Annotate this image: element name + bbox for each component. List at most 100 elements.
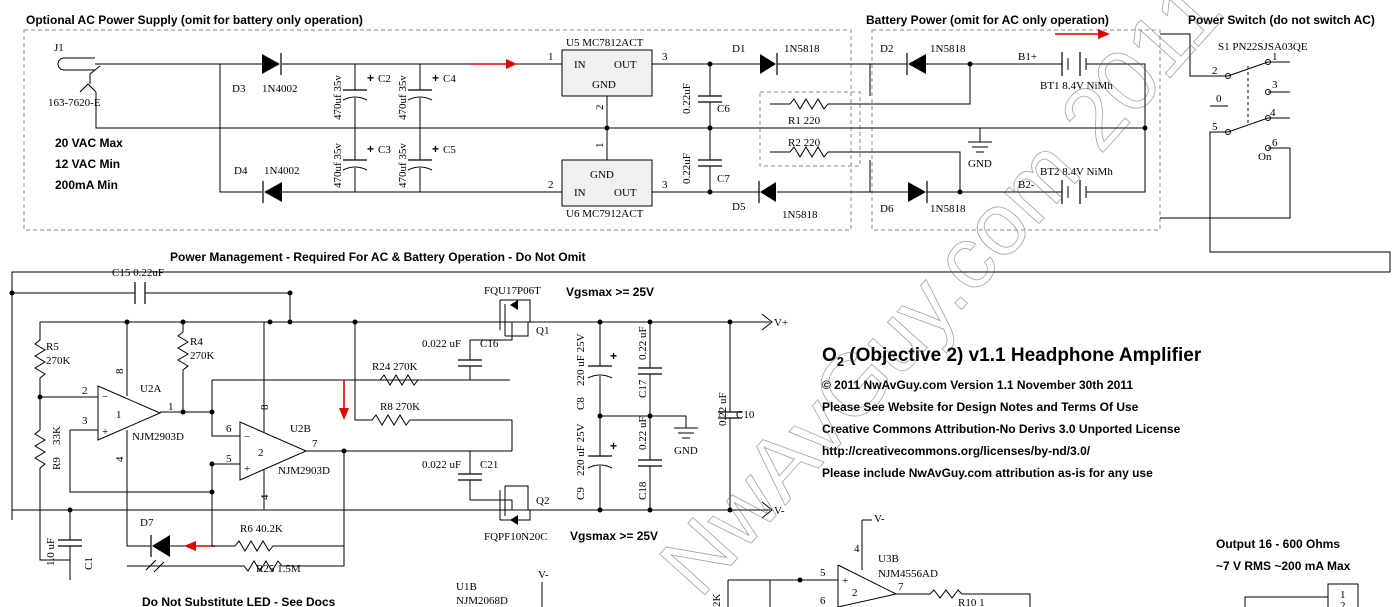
svg-text:IN: IN xyxy=(574,187,586,199)
svg-text:−: − xyxy=(102,391,108,403)
svg-text:270K: 270K xyxy=(46,355,71,367)
svg-text:Q1: Q1 xyxy=(536,325,549,337)
ground-rail xyxy=(95,92,1145,129)
regulator-u5: U5 MC7812ACT IN OUT GND 1 3 2 xyxy=(540,37,760,160)
svg-text:220 uF 25V: 220 uF 25V xyxy=(575,333,587,386)
svg-text:470uf 35v: 470uf 35v xyxy=(332,75,344,120)
svg-text:7: 7 xyxy=(312,438,318,450)
resistor-r24: R8 270K xyxy=(354,322,513,451)
svg-text:+: + xyxy=(610,349,617,363)
opamp-u2b: − + 2 6 5 7 8 4 U2B NJM2903D xyxy=(211,322,512,540)
svg-text:2: 2 xyxy=(1340,600,1346,607)
svg-text:+: + xyxy=(367,142,374,156)
output-connector: 1 2 xyxy=(1244,583,1359,607)
svg-text:+: + xyxy=(102,426,108,438)
mid-ground-wire xyxy=(600,415,687,428)
svg-text:D1: D1 xyxy=(732,43,745,55)
svg-text:D4: D4 xyxy=(234,165,248,177)
resistor-r2: R2 220 xyxy=(770,137,961,192)
svg-text:R9: R9 xyxy=(51,457,63,470)
svg-text:3: 3 xyxy=(662,51,668,63)
svg-text:U2B: U2B xyxy=(290,423,311,435)
spec-min: 12 VAC Min xyxy=(55,157,120,171)
svg-text:B2-: B2- xyxy=(1018,179,1035,191)
svg-text:4: 4 xyxy=(114,456,126,462)
svg-text:5: 5 xyxy=(226,453,232,465)
svg-text:C21: C21 xyxy=(480,459,498,471)
svg-text:4: 4 xyxy=(1270,107,1276,119)
power-switch-s1: S1 PN22SJSA03QE 1 2 3 0 4 5 6 On xyxy=(11,33,1391,520)
resistor-2k-label: 2K xyxy=(711,594,723,607)
battery-box xyxy=(871,29,1161,231)
capacitor-c1: 1.0 uF C1 xyxy=(45,510,95,580)
svg-text:3: 3 xyxy=(82,415,88,427)
capacitors-c6-c7: C6 C7 0.22uF 0.22uF xyxy=(681,61,730,195)
r25-label: R25 1.5M xyxy=(256,563,301,575)
svg-text:OUT: OUT xyxy=(614,59,637,71)
svg-text:8: 8 xyxy=(114,368,126,374)
svg-text:GND: GND xyxy=(968,158,992,170)
svg-text:+: + xyxy=(432,71,439,85)
diode-d1: D1 1N5818 xyxy=(732,43,871,96)
svg-text:J1: J1 xyxy=(54,42,64,54)
svg-text:Please See Website for Design: Please See Website for Design Notes and … xyxy=(822,400,1139,414)
svg-text:+: + xyxy=(610,439,617,453)
svg-text:1: 1 xyxy=(1272,51,1278,63)
mosfet-q2: FQPF10N20C Q2 Vgsmax >= 25V xyxy=(484,485,658,543)
svg-text:2: 2 xyxy=(82,385,88,397)
svg-text:1N5818: 1N5818 xyxy=(784,43,820,55)
svg-text:3: 3 xyxy=(662,179,668,191)
svg-text:1: 1 xyxy=(1340,589,1346,601)
svg-text:IN: IN xyxy=(574,59,586,71)
opamp-u3b: V- 4 U3B NJM4556AD + 2 5 6 7 R10 1 xyxy=(727,513,1031,607)
svg-text:4: 4 xyxy=(259,494,271,500)
ac-supply-heading: Optional AC Power Supply (omit for batte… xyxy=(26,13,363,27)
battery-bt2: B2- BT2 8.4V NiMh xyxy=(1018,128,1146,204)
watermark: NwAvGuy.com 2011 xyxy=(640,0,1241,607)
svg-text:1: 1 xyxy=(116,409,122,421)
svg-text:1N5818: 1N5818 xyxy=(782,209,818,221)
svg-text:Vgsmax >= 25V: Vgsmax >= 25V xyxy=(566,285,654,299)
svg-text:6: 6 xyxy=(820,595,826,607)
svg-text:V-: V- xyxy=(874,513,885,525)
svg-text:R1 220: R1 220 xyxy=(788,115,821,127)
svg-text:6: 6 xyxy=(1272,137,1278,149)
svg-text:U2A: U2A xyxy=(140,383,161,395)
diode-d4: D4 1N4002 xyxy=(234,165,299,203)
svg-text:7: 7 xyxy=(898,581,904,593)
svg-text:NJM4556AD: NJM4556AD xyxy=(878,568,938,580)
svg-text:C7: C7 xyxy=(717,173,730,185)
svg-text:C8: C8 xyxy=(575,397,587,410)
svg-text:1N5818: 1N5818 xyxy=(930,203,966,215)
svg-text:270K: 270K xyxy=(190,350,215,362)
resistor-r24-body xyxy=(379,374,419,386)
capacitor-c10: C10 0.22 uF xyxy=(717,322,755,510)
svg-text:NJM2903D: NJM2903D xyxy=(132,431,184,443)
svg-text:GND: GND xyxy=(674,445,698,457)
svg-text:BT2 8.4V NiMh: BT2 8.4V NiMh xyxy=(1040,166,1113,178)
diode-d6: D6 1N5818 xyxy=(870,181,1062,215)
opamp-u1b: U1B NJM2068D V- xyxy=(456,569,549,607)
svg-text:1: 1 xyxy=(168,401,174,413)
svg-text:C2: C2 xyxy=(378,73,391,85)
opamp-u2a: − + 1 2 3 1 8 4 U2A NJM2903D xyxy=(69,322,212,540)
svg-text:2: 2 xyxy=(852,587,858,599)
svg-text:C3: C3 xyxy=(378,144,391,156)
capacitors-c17-c18: C17 0.22 uF C18 0.22 uF xyxy=(637,322,662,510)
svg-text:8: 8 xyxy=(259,404,271,410)
svg-text:U6 MC7912ACT: U6 MC7912ACT xyxy=(566,208,644,220)
svg-text:220 uF 25V: 220 uF 25V xyxy=(575,423,587,476)
svg-text:U5 MC7812ACT: U5 MC7812ACT xyxy=(566,37,644,49)
svg-text:OUT: OUT xyxy=(614,187,637,199)
mosfet-q1: FQU17P06T Q1 Vgsmax >= 25V xyxy=(484,285,654,337)
led-note: Do Not Substitute LED - See Docs xyxy=(142,595,336,607)
vminus-terminal: V- xyxy=(761,501,785,519)
svg-text:Please include NwAvGuy.com att: Please include NwAvGuy.com attribution a… xyxy=(822,466,1153,480)
resistor-box xyxy=(759,91,861,167)
svg-text:0.022 uF: 0.022 uF xyxy=(422,459,461,471)
r24-label: R24 270K xyxy=(372,361,418,373)
svg-text:1: 1 xyxy=(548,51,554,63)
svg-text:0.022 uF: 0.022 uF xyxy=(422,338,461,350)
battery-bt1: B1+ BT1 8.4V NiMh xyxy=(1018,51,1146,128)
